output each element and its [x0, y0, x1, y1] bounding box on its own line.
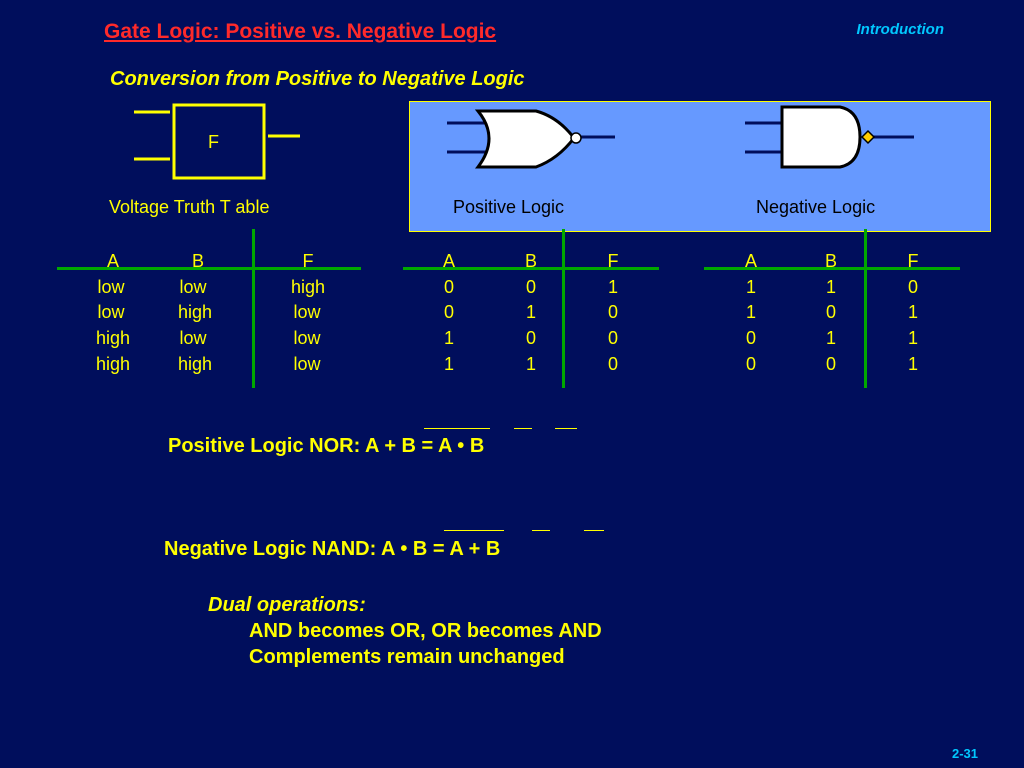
- table-header-b: B: [524, 251, 537, 271]
- table-header-b: B: [824, 251, 837, 271]
- table-header-f: F: [302, 251, 314, 271]
- table-cell: 0: [825, 302, 836, 322]
- table-cell: 0: [525, 277, 536, 297]
- overbar: [584, 530, 604, 531]
- table-cell: 0: [607, 328, 618, 348]
- generic-gate-diagram: [134, 103, 300, 180]
- positive-logic-caption: Positive Logic: [453, 197, 565, 217]
- overbar: [514, 428, 532, 429]
- table-cell: high: [290, 277, 326, 297]
- table-cell: 0: [525, 328, 536, 348]
- table-cell: low: [179, 328, 207, 348]
- table-rule: [864, 229, 867, 388]
- table-rule: [57, 267, 361, 270]
- overbar: [532, 530, 550, 531]
- negative-nand-formula: Negative Logic NAND: A • B = A + B: [164, 538, 501, 560]
- table-cell: low: [293, 302, 321, 322]
- table-cell: 0: [607, 354, 618, 374]
- table-cell: low: [293, 328, 321, 348]
- slide-title: Gate Logic: Positive vs. Negative Logic: [104, 20, 497, 43]
- table-cell: 1: [907, 328, 918, 348]
- positive-nor-formula: Positive Logic NOR: A + B = A • B: [168, 435, 485, 457]
- table-cell: 1: [825, 328, 836, 348]
- page-number: 2-31: [951, 746, 978, 761]
- table-cell: 1: [907, 302, 918, 322]
- table-rule: [562, 229, 565, 388]
- nor-gate-icon: [447, 109, 615, 169]
- table-cell: 1: [825, 277, 836, 297]
- table-cell: 0: [443, 302, 454, 322]
- table-rule: [704, 267, 960, 270]
- negative-logic-caption: Negative Logic: [756, 197, 876, 217]
- table-cell: 1: [607, 277, 618, 297]
- overbar: [424, 428, 490, 429]
- gate-box: [172, 103, 266, 180]
- table-cell: low: [293, 354, 321, 374]
- table-cell: 0: [907, 277, 918, 297]
- table-cell: low: [179, 277, 207, 297]
- table-cell: 1: [443, 328, 454, 348]
- overbar: [555, 428, 577, 429]
- voltage-truth-table-caption: Voltage Truth T able: [109, 197, 270, 217]
- table-cell: high: [95, 328, 131, 348]
- table-header-a: A: [744, 251, 757, 271]
- table-header-a: A: [106, 251, 119, 271]
- table-rule: [252, 229, 255, 388]
- nand-gate-icon: [745, 105, 914, 169]
- table-cell: low: [97, 302, 125, 322]
- table-cell: 0: [745, 328, 756, 348]
- table-header-b: B: [191, 251, 204, 271]
- table-cell: 1: [525, 302, 536, 322]
- table-cell: 1: [745, 277, 756, 297]
- table-cell: 1: [907, 354, 918, 374]
- table-header-f: F: [607, 251, 619, 271]
- table-cell: 1: [443, 354, 454, 374]
- table-cell: 0: [443, 277, 454, 297]
- slide-subtitle: Conversion from Positive to Negative Log…: [110, 68, 525, 90]
- table-header-f: F: [907, 251, 919, 271]
- dual-operations-heading: Dual operations:: [208, 594, 366, 616]
- gate-box-label: F: [208, 132, 219, 152]
- table-cell: high: [177, 354, 213, 374]
- table-rule: [403, 267, 659, 270]
- table-cell: 1: [525, 354, 536, 374]
- table-cell: 0: [745, 354, 756, 374]
- section-label: Introduction: [856, 21, 944, 38]
- table-cell: 1: [745, 302, 756, 322]
- table-cell: 0: [607, 302, 618, 322]
- dual-operations-line-2: Complements remain unchanged: [249, 646, 565, 668]
- table-cell: 0: [825, 354, 836, 374]
- table-cell: low: [97, 277, 125, 297]
- overbar: [444, 530, 504, 531]
- dual-operations-line-1: AND becomes OR, OR becomes AND: [249, 620, 602, 642]
- table-header-a: A: [442, 251, 455, 271]
- table-cell: high: [177, 302, 213, 322]
- table-cell: high: [95, 354, 131, 374]
